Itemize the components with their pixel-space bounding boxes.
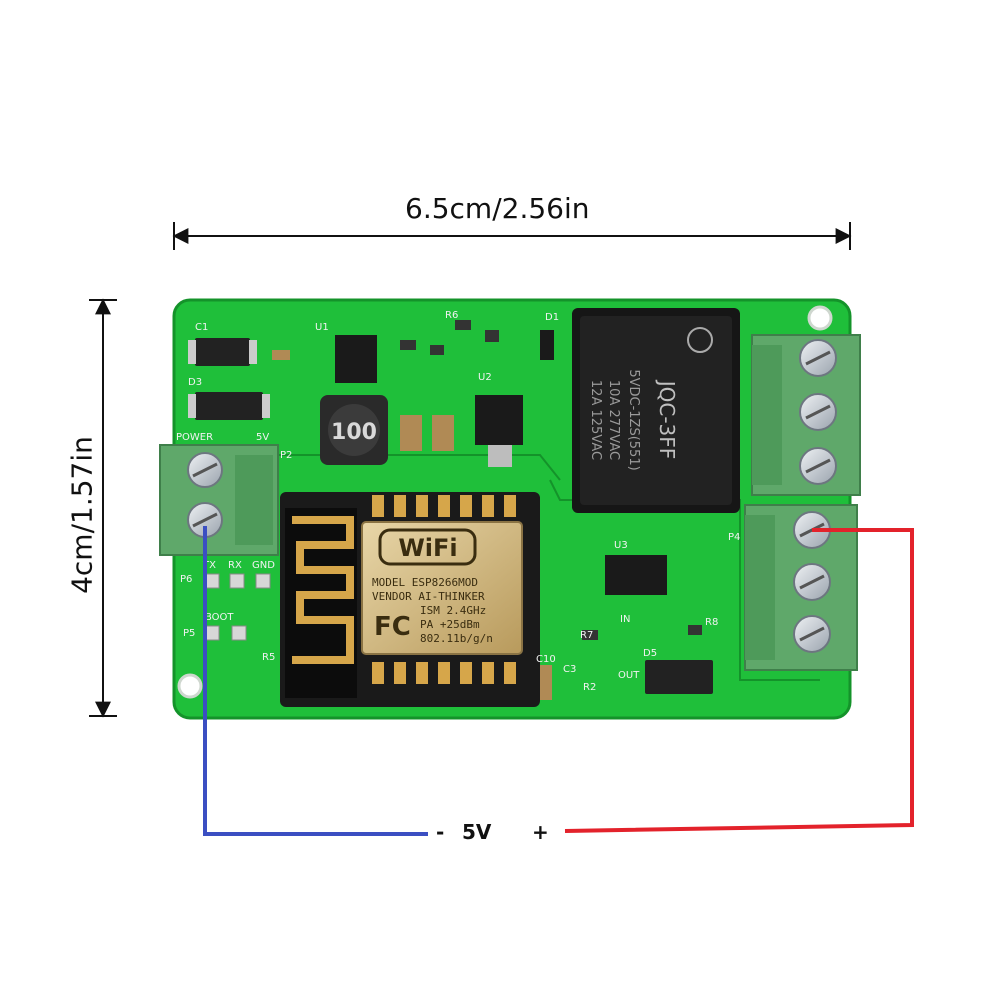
svg-text:ISM 2.4GHz: ISM 2.4GHz: [420, 604, 486, 617]
svg-text:C3: C3: [563, 664, 576, 675]
voltage-label: 5V: [462, 820, 492, 844]
svg-text:100: 100: [331, 420, 377, 445]
svg-text:BOOT: BOOT: [205, 612, 234, 623]
svg-text:D3: D3: [188, 377, 202, 388]
svg-text:R8: R8: [705, 617, 718, 628]
terminal-block-relay-bottom: [744, 504, 858, 671]
svg-text:5VDC-1ZS(551): 5VDC-1ZS(551): [626, 369, 641, 470]
svg-text:P4: P4: [728, 532, 740, 543]
svg-text:5V: 5V: [256, 432, 269, 443]
negative-terminal-label: -: [436, 820, 445, 844]
svg-text:POWER: POWER: [176, 432, 213, 443]
svg-text:P5: P5: [183, 628, 195, 639]
svg-text:C10: C10: [536, 654, 556, 665]
svg-text:10A 277VAC: 10A 277VAC: [606, 380, 621, 460]
terminal-block-power: [159, 444, 279, 556]
width-label: 6.5cm/2.56in: [405, 192, 590, 225]
positive-wire: [564, 528, 914, 833]
svg-text:D1: D1: [545, 312, 559, 323]
svg-text:MODEL ESP8266MOD: MODEL ESP8266MOD: [372, 576, 478, 589]
relay: JQC-3FF 5VDC-1ZS(551) 10A 277VAC 12A 125…: [572, 308, 740, 513]
mounting-hole: [177, 673, 203, 699]
smd-components: [188, 320, 713, 700]
svg-text:OUT: OUT: [618, 670, 640, 681]
positive-terminal-label: +: [532, 820, 549, 844]
svg-text:JQC-3FF: JQC-3FF: [655, 379, 679, 460]
svg-text:IN: IN: [620, 614, 630, 625]
esp8266-module: WiFi MODEL ESP8266MOD VENDOR AI-THINKER …: [280, 492, 540, 707]
svg-text:P6: P6: [180, 574, 192, 585]
negative-wire: [203, 526, 428, 836]
svg-text:C1: C1: [195, 322, 208, 333]
svg-text:TX: TX: [202, 560, 216, 571]
height-label: 4cm/1.57in: [65, 436, 99, 594]
svg-text:R6: R6: [445, 310, 458, 321]
svg-text:U2: U2: [478, 372, 492, 383]
mounting-hole: [807, 305, 833, 331]
svg-text:RX: RX: [228, 560, 242, 571]
silkscreen-labels: TX RX GND IN OUT U3 P4 P2 D5 U1 U2 D1 D3…: [176, 310, 740, 693]
svg-text:U1: U1: [315, 322, 329, 333]
svg-text:WiFi: WiFi: [398, 534, 457, 562]
svg-text:R7: R7: [580, 630, 593, 641]
svg-text:GND: GND: [252, 560, 275, 571]
svg-text:802.11b/g/n: 802.11b/g/n: [420, 632, 493, 645]
inductor: 100: [320, 395, 388, 465]
svg-text:12A 125VAC: 12A 125VAC: [588, 380, 603, 460]
svg-text:VENDOR AI-THINKER: VENDOR AI-THINKER: [372, 590, 485, 603]
svg-text:R2: R2: [583, 682, 596, 693]
terminal-block-relay-top: [751, 334, 861, 496]
svg-text:FC: FC: [374, 612, 411, 642]
svg-text:PA +25dBm: PA +25dBm: [420, 618, 480, 631]
svg-text:U3: U3: [614, 540, 628, 551]
pin-header: [204, 573, 271, 641]
svg-text:D5: D5: [643, 648, 657, 659]
svg-text:R5: R5: [262, 652, 275, 663]
svg-text:P2: P2: [280, 450, 292, 461]
